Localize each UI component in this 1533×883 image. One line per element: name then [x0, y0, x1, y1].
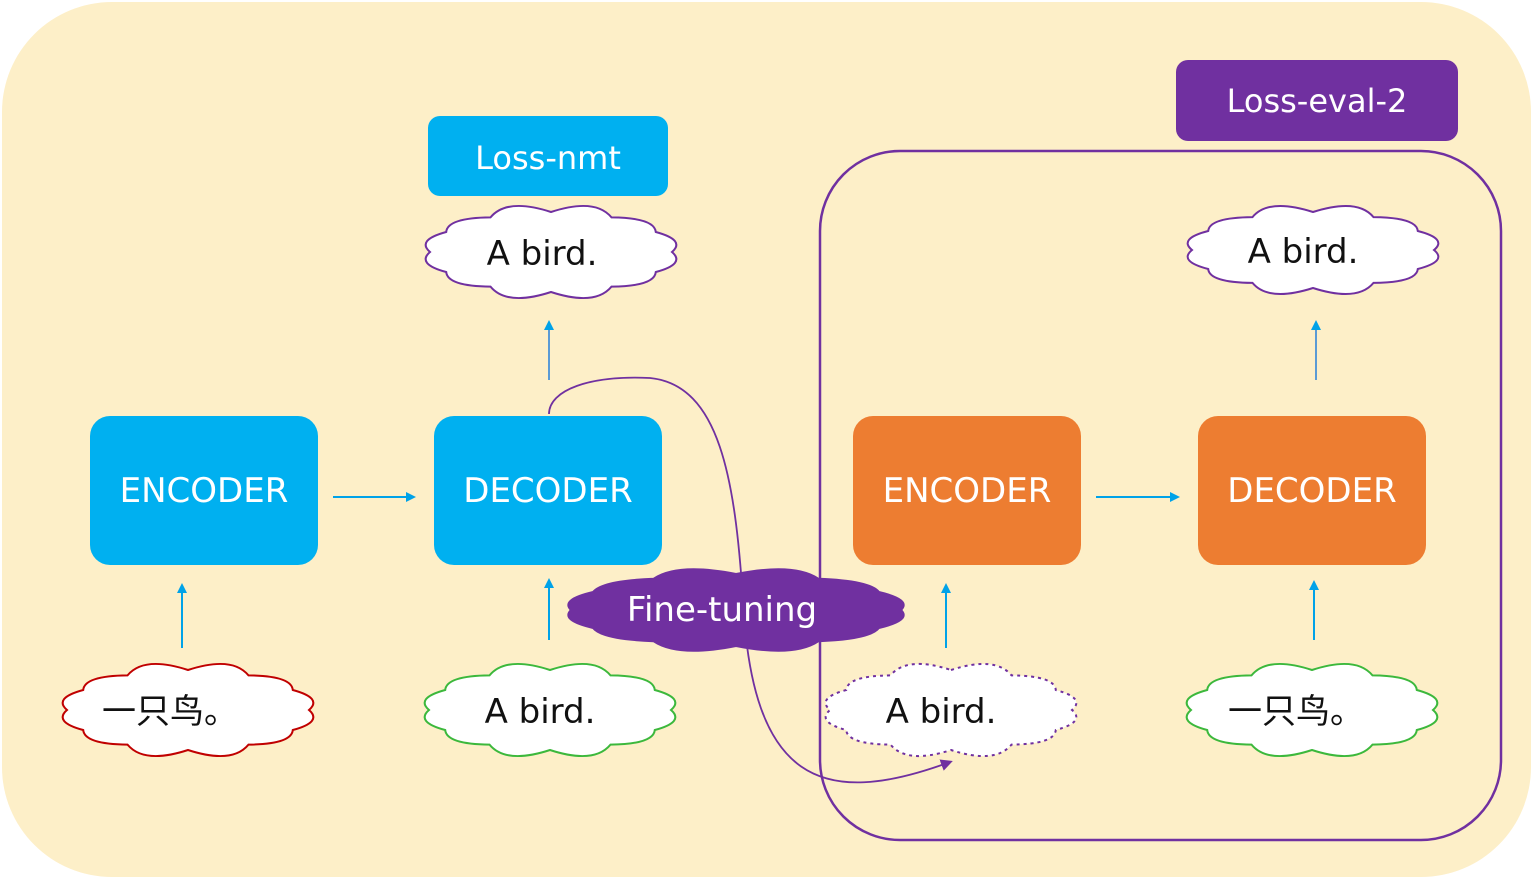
cloud-left-encoder-input: 一只鸟。 [61, 662, 315, 758]
cloud-left-decoder-input-text: A bird. [485, 692, 596, 732]
cloud-right-encoder-input-text: A bird. [886, 692, 997, 732]
loss-nmt-label: Loss-nmt [475, 139, 621, 177]
loss-eval-label: Loss-eval-2 [1227, 82, 1408, 120]
cloud-right-decoder-input: 一只鸟。 [1185, 662, 1439, 758]
cloud-left-decoder-input: A bird. [423, 662, 677, 758]
cloud-right-decoder-output-text: A bird. [1248, 232, 1359, 272]
fine-tuning-cloud-shape [567, 568, 905, 652]
eval-group-outline [818, 149, 1503, 842]
cloud-right-encoder-input-shape [824, 662, 1078, 758]
cloud-left-encoder-input-shape [61, 662, 315, 758]
cloud-right-decoder-output: A bird. [1186, 204, 1440, 296]
left-decoder-label: DECODER [463, 471, 632, 511]
fine-tuning-cloud: Fine-tuning [567, 568, 905, 652]
loss-eval-box [1176, 60, 1458, 141]
cloud-left-encoder-input-text: 一只鸟。 [102, 692, 238, 732]
cloud-left-decoder-output: A bird. [424, 204, 678, 300]
left-decoder-box [434, 416, 662, 565]
right-decoder-box [1198, 416, 1426, 565]
right-encoder-box [853, 416, 1081, 565]
cloud-right-decoder-input-shape [1185, 662, 1439, 758]
cloud-right-decoder-input-text: 一只鸟。 [1228, 692, 1364, 732]
fine-tuning-curve [548, 376, 953, 784]
left-encoder-label: ENCODER [120, 471, 289, 511]
cloud-right-encoder-input: A bird. [824, 662, 1078, 758]
fine-tuning-label: Fine-tuning [627, 590, 817, 630]
loss-nmt-box [428, 116, 668, 196]
cloud-left-decoder-output-text: A bird. [487, 234, 598, 274]
cloud-right-decoder-output-shape [1186, 204, 1440, 296]
cloud-left-decoder-input-shape [423, 662, 677, 758]
right-decoder-label: DECODER [1227, 471, 1396, 511]
cloud-left-decoder-output-shape [424, 204, 678, 300]
right-encoder-label: ENCODER [883, 471, 1052, 511]
left-encoder-box [90, 416, 318, 565]
